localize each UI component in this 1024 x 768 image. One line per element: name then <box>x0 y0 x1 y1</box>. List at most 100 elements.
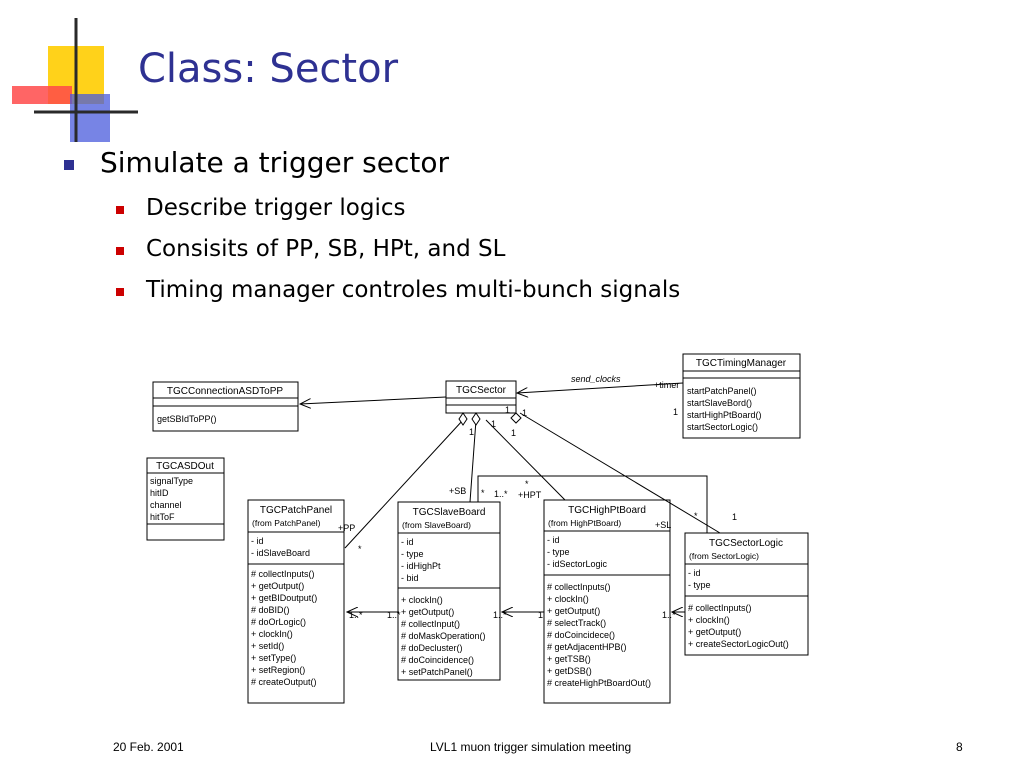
op: # collectInputs() <box>688 603 752 613</box>
attr: signalType <box>150 476 193 486</box>
class-highpt-board: TGCHighPtBoard (from HighPtBoard) - id -… <box>543 499 671 704</box>
bullet-text: Simulate a trigger sector <box>100 146 449 179</box>
class-name: TGCTimingManager <box>696 358 787 369</box>
attr: - idHighPt <box>401 561 441 571</box>
slide-logo <box>12 18 138 142</box>
class-sector-logic: TGCSectorLogic (from SectorLogic) - id -… <box>684 532 809 656</box>
footer-title: LVL1 muon trigger simulation meeting <box>430 740 632 754</box>
op: + clockIn() <box>688 615 730 625</box>
op: getSBIdToPP() <box>157 414 217 424</box>
class-connection: TGCConnectionASDToPP getSBIdToPP() <box>152 381 299 432</box>
multiplicity-label: 1 <box>511 428 516 438</box>
op: # doBID() <box>251 605 290 615</box>
op: + clockIn() <box>547 594 589 604</box>
attr: - idSlaveBoard <box>251 548 310 558</box>
multiplicity-label: 1..* <box>662 610 676 620</box>
op: + getOutput() <box>401 607 454 617</box>
attr: - id <box>401 537 414 547</box>
from-package: (from SlaveBoard) <box>402 520 471 530</box>
class-timing-manager: TGCTimingManager startPatchPanel() start… <box>682 353 801 439</box>
bullet-text: Describe trigger logics <box>146 195 406 221</box>
footer-page-number: 8 <box>956 740 963 754</box>
multiplicity-label: 1..* <box>349 610 363 620</box>
op: # collectInputs() <box>547 582 611 592</box>
pp-role-label: +PP <box>338 523 355 533</box>
op: # doOrLogic() <box>251 617 306 627</box>
bullet-marker <box>64 160 74 170</box>
timer-role-label: +timer <box>654 380 679 390</box>
op: startSlaveBord() <box>687 398 752 408</box>
class-name: TGCASDOut <box>156 461 214 472</box>
op: + setId() <box>251 641 284 651</box>
multiplicity-label: 1 <box>491 419 496 429</box>
class-name: TGCHighPtBoard <box>568 505 646 516</box>
multiplicity-label: 1 <box>469 427 474 437</box>
multiplicity-label: 1 <box>732 512 737 522</box>
op: + setRegion() <box>251 665 305 675</box>
relationship-lines <box>300 382 721 612</box>
multiplicity-label: 1 <box>673 407 678 417</box>
attr: - bid <box>401 573 419 583</box>
multiplicity-label: 1..* <box>494 489 508 499</box>
multiplicity-star: * <box>694 511 698 521</box>
op: # createHighPtBoardOut() <box>547 678 651 688</box>
op: + setPatchPanel() <box>401 667 473 677</box>
op: + getOutput() <box>688 627 741 637</box>
aggregation-diamonds <box>458 412 522 426</box>
op: + getOutput() <box>251 581 304 591</box>
op: # doDecluster() <box>401 643 463 653</box>
slide-title: Class: Sector <box>138 46 399 92</box>
op: # selectTrack() <box>547 618 606 628</box>
multiplicity-label: 1..* <box>493 610 507 620</box>
op: startHighPtBoard() <box>687 410 762 420</box>
bullet-text: Consisits of PP, SB, HPt, and SL <box>146 236 506 262</box>
op: + clockIn() <box>251 629 293 639</box>
attr: - id <box>688 568 701 578</box>
op: # getAdjacentHPB() <box>547 642 627 652</box>
from-package: (from HighPtBoard) <box>548 518 621 528</box>
class-name: TGCPatchPanel <box>260 505 332 516</box>
bullet-marker <box>116 247 124 255</box>
op: + createSectorLogicOut() <box>688 639 789 649</box>
op: + getBIDoutput() <box>251 593 317 603</box>
op: # doCoincidence() <box>401 655 474 665</box>
send-clocks-label: send_clocks <box>571 374 621 384</box>
attr: - type <box>401 549 424 559</box>
multiplicity-star: * <box>358 544 362 554</box>
from-package: (from SectorLogic) <box>689 551 759 561</box>
class-name: TGCSlaveBoard <box>413 507 486 518</box>
op: + clockIn() <box>401 595 443 605</box>
op: + setType() <box>251 653 296 663</box>
sb-role-label: +SB <box>449 486 466 496</box>
attr: - idSectorLogic <box>547 559 608 569</box>
class-name: TGCSector <box>456 385 507 396</box>
class-slave-board: TGCSlaveBoard (from SlaveBoard) - id - t… <box>397 501 501 681</box>
op: # doCoincidece() <box>547 630 615 640</box>
attr: - type <box>547 547 570 557</box>
sl-role-label: +SL <box>655 520 671 530</box>
attr: hitID <box>150 488 169 498</box>
op: startSectorLogic() <box>687 422 758 432</box>
footer-date: 20 Feb. 2001 <box>113 740 184 754</box>
attr: channel <box>150 500 182 510</box>
class-sector: TGCSector <box>445 380 517 414</box>
class-name: TGCConnectionASDToPP <box>167 386 283 397</box>
attr: - type <box>688 580 711 590</box>
bullet-marker <box>116 206 124 214</box>
op: # createOutput() <box>251 677 317 687</box>
from-package: (from PatchPanel) <box>252 518 321 528</box>
op: # doMaskOperation() <box>401 631 486 641</box>
multiplicity-star: * <box>481 488 485 498</box>
multiplicity-star: * <box>525 479 529 489</box>
class-patch-panel: TGCPatchPanel (from PatchPanel) - id - i… <box>247 499 345 704</box>
op: startPatchPanel() <box>687 386 757 396</box>
op: + getOutput() <box>547 606 600 616</box>
attr: - id <box>547 535 560 545</box>
attr: - id <box>251 536 264 546</box>
attr: hitToF <box>150 512 175 522</box>
hpt-role-label: +HPT <box>518 490 542 500</box>
multiplicity-label: 1 <box>505 405 510 415</box>
multiplicity-label: 1..* <box>387 610 401 620</box>
class-name: TGCSectorLogic <box>709 538 783 549</box>
